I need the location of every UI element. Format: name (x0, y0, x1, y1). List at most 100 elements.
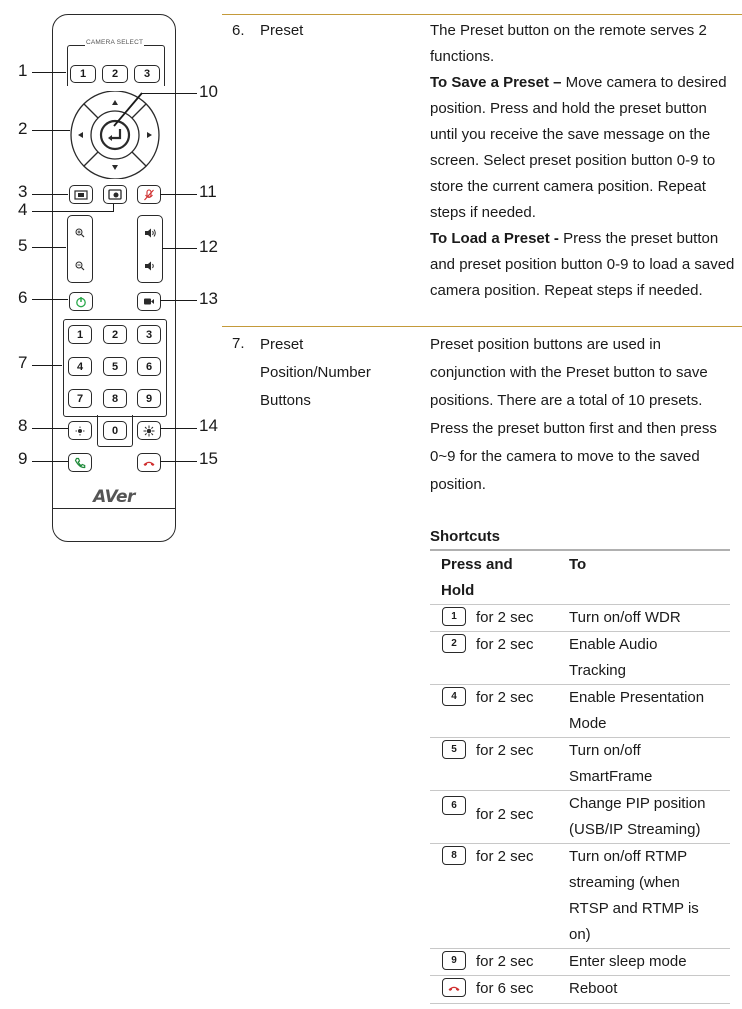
shortcut-action: Enter sleep mode (569, 953, 687, 970)
camera-select-1-button[interactable]: 1 (70, 65, 96, 83)
leader-10 (141, 93, 197, 94)
callout-3: 3 (18, 182, 28, 201)
remote-body: CAMERA SELECT 1 2 3 (52, 14, 176, 542)
brightness-low-icon (75, 426, 85, 435)
remote-bottom-divider (53, 508, 175, 509)
callout-12: 12 (199, 237, 218, 256)
table-top-rule (222, 14, 742, 15)
shortcuts-title: Shortcuts (430, 528, 501, 545)
shortcut-action: Enable Audio Tracking (569, 636, 658, 679)
mute-button[interactable] (137, 185, 161, 204)
save-preset-heading: To Save a Preset – (430, 74, 562, 91)
callout-14: 14 (199, 416, 218, 435)
leader-10-diagonal (113, 92, 143, 127)
shortcuts-header-press-hold: Press and Hold (441, 556, 513, 599)
leader-4 (32, 211, 114, 212)
number-6-button[interactable]: 6 (137, 357, 161, 376)
shortcuts-header-rule (430, 604, 730, 605)
brightness-high-icon (143, 425, 155, 436)
shortcut-divider (430, 737, 730, 738)
call-button[interactable] (68, 453, 92, 472)
row-description: Preset position buttons are used in conj… (430, 336, 717, 493)
hangup-button[interactable] (137, 453, 161, 472)
preset-camera-icon (108, 189, 122, 200)
zoom-rocker[interactable] (67, 215, 93, 283)
callout-7: 7 (18, 353, 28, 372)
number-7-button[interactable]: 7 (68, 389, 92, 408)
leader-2 (32, 130, 70, 131)
brightness-up-button[interactable] (137, 421, 161, 440)
key-5-button: 5 (442, 740, 466, 759)
callout-10: 10 (199, 82, 218, 101)
row-number: 7. (232, 335, 245, 352)
zoom-out-icon (75, 261, 85, 270)
row-number: 6. (232, 22, 245, 39)
number-pad-frame (63, 319, 167, 417)
brightness-down-button[interactable] (68, 421, 92, 440)
number-0-button[interactable]: 0 (103, 421, 127, 440)
key-4-button: 4 (442, 687, 466, 706)
smartframe-button[interactable] (69, 185, 93, 204)
shortcut-divider (430, 790, 730, 791)
number-4-button[interactable]: 4 (68, 357, 92, 376)
callout-9: 9 (18, 449, 28, 468)
phone-answer-icon (74, 457, 86, 468)
camera-select-2-button[interactable]: 2 (102, 65, 128, 83)
shortcut-divider (430, 975, 730, 976)
camera-button[interactable] (137, 292, 161, 311)
leader-7 (32, 365, 62, 366)
shortcut-divider (430, 631, 730, 632)
zero-key-frame (97, 415, 133, 447)
shortcut-duration: for 2 sec (476, 848, 534, 865)
leader-15 (160, 461, 197, 462)
description-paragraph: The Preset button on the remote serves 2… (430, 22, 707, 65)
load-preset-heading: To Load a Preset - (430, 230, 559, 247)
shortcut-action: Enable Presentation Mode (569, 689, 705, 732)
callout-1: 1 (18, 61, 28, 80)
direction-pad[interactable] (67, 91, 163, 179)
callout-6: 6 (18, 288, 28, 307)
row-name: Preset (260, 22, 304, 39)
shortcut-duration: for 2 sec (476, 636, 534, 653)
hangup-key-button (442, 978, 466, 997)
aver-logo: AVer (93, 487, 135, 507)
row-description: The Preset button on the remote serves 2… (430, 18, 736, 304)
smartframe-icon (74, 189, 88, 200)
volume-rocker[interactable] (137, 215, 163, 283)
number-9-button[interactable]: 9 (137, 389, 161, 408)
callout-5: 5 (18, 236, 28, 255)
camera-select-3-button[interactable]: 3 (134, 65, 160, 83)
shortcut-duration: for 6 sec (476, 980, 534, 997)
shortcut-action: Turn on/off RTMP streaming (when RTSP an… (569, 848, 699, 943)
preset-button[interactable] (103, 185, 127, 204)
row-name: Preset Position/Number Buttons (260, 336, 371, 409)
key-8-button: 8 (442, 846, 466, 865)
leader-9 (32, 461, 68, 462)
load-preset-paragraph: To Load a Preset - Press the preset butt… (430, 230, 735, 299)
shortcut-action: Reboot (569, 980, 618, 997)
number-8-button[interactable]: 8 (103, 389, 127, 408)
callout-2: 2 (18, 119, 28, 138)
key-6-button: 6 (442, 796, 466, 815)
leader-13 (160, 300, 197, 301)
leader-6 (32, 299, 68, 300)
number-5-button[interactable]: 5 (103, 357, 127, 376)
shortcuts-top-rule (430, 549, 730, 551)
leader-14 (160, 428, 197, 429)
leader-4-vertical (113, 204, 114, 212)
shortcut-divider (430, 1003, 730, 1004)
shortcut-duration: for 2 sec (476, 689, 534, 706)
volume-up-icon (145, 228, 156, 237)
number-2-button[interactable]: 2 (103, 325, 127, 344)
camera-select-label: CAMERA SELECT (85, 39, 145, 46)
row-divider (222, 326, 742, 327)
power-button[interactable] (69, 292, 93, 311)
shortcut-duration: for 2 sec (476, 953, 534, 970)
key-9-button: 9 (442, 951, 466, 970)
number-3-button[interactable]: 3 (137, 325, 161, 344)
number-1-button[interactable]: 1 (68, 325, 92, 344)
leader-8 (32, 428, 68, 429)
save-preset-paragraph: To Save a Preset – Move camera to desire… (430, 74, 727, 221)
leader-12 (162, 248, 197, 249)
shortcut-divider (430, 948, 730, 949)
